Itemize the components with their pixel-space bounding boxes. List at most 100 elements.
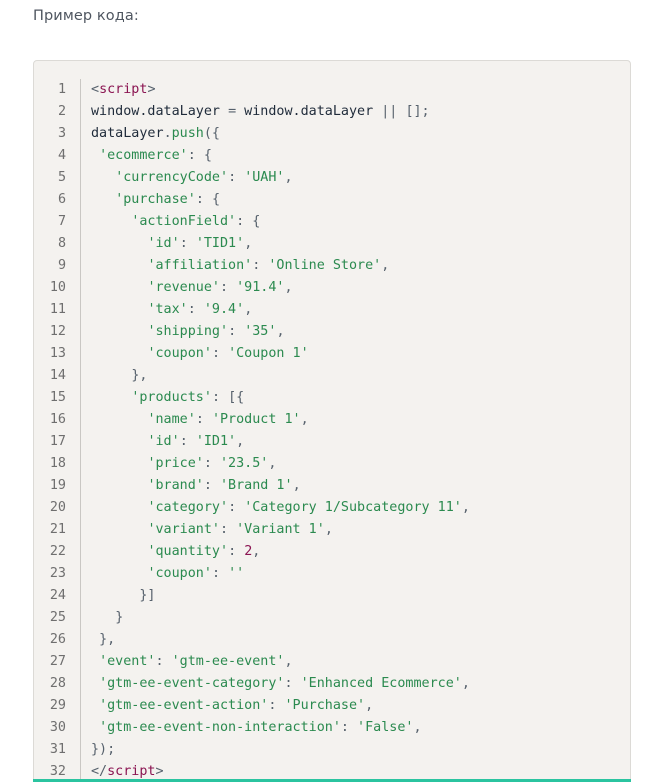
code-line: 13 'coupon': 'Coupon 1'	[34, 343, 630, 365]
code-text: 'name': 'Product 1',	[147, 412, 309, 427]
line-number: 11	[49, 302, 66, 317]
code-line: 9 'affiliation': 'Online Store',	[34, 255, 630, 277]
code-text: 'quantity': 2,	[147, 544, 261, 559]
line-number: 31	[49, 742, 66, 757]
line-number: 7	[57, 214, 66, 229]
code-text: 'currencyCode': 'UAH',	[115, 170, 293, 185]
code-lines: 1 <script> 2 window.dataLayer = window.data…	[34, 79, 630, 782]
code-line: 16 'name': 'Product 1',	[34, 409, 630, 431]
line-number: 18	[49, 456, 66, 471]
code-line: 29 'gtm-ee-event-action': 'Purchase',	[34, 695, 630, 717]
line-number: 22	[49, 544, 66, 559]
code-text: },	[131, 368, 148, 383]
code-text: 'gtm-ee-event-action': 'Purchase',	[99, 698, 374, 713]
line-number: 32	[49, 764, 66, 779]
code-text: 'products': [{	[131, 390, 245, 405]
code-text: },	[99, 632, 116, 647]
code-line: 27 'event': 'gtm-ee-event',	[34, 651, 630, 673]
code-line: 26 },	[34, 629, 630, 651]
line-number: 16	[49, 412, 66, 427]
line-number: 26	[49, 632, 66, 647]
code-text: 'variant': 'Variant 1',	[147, 522, 333, 537]
section-heading: Пример кода:	[33, 8, 139, 24]
line-number: 1	[57, 82, 66, 97]
line-number: 25	[49, 610, 66, 625]
code-text: 'category': 'Category 1/Subcategory 11',	[147, 500, 470, 515]
code-text: dataLayer.push({	[91, 126, 220, 141]
code-text: 'actionField': {	[131, 214, 261, 229]
code-line: 1 <script>	[34, 79, 630, 101]
code-text: 'event': 'gtm-ee-event',	[99, 654, 293, 669]
line-number: 12	[49, 324, 66, 339]
code-text: 'id': 'ID1',	[147, 434, 245, 449]
code-line: 21 'variant': 'Variant 1',	[34, 519, 630, 541]
code-text: 'coupon': ''	[147, 566, 245, 581]
code-line: 24 }]	[34, 585, 630, 607]
code-line: 6 'purchase': {	[34, 189, 630, 211]
code-text: 'price': '23.5',	[147, 456, 277, 471]
line-number: 3	[57, 126, 66, 141]
line-number: 6	[57, 192, 66, 207]
code-text: 'coupon': 'Coupon 1'	[147, 346, 309, 361]
code-line: 28 'gtm-ee-event-category': 'Enhanced Ec…	[34, 673, 630, 695]
code-text: 'brand': 'Brand 1',	[147, 478, 301, 493]
line-number: 23	[49, 566, 66, 581]
code-text: 'affiliation': 'Online Store',	[147, 258, 390, 273]
code-line: 20 'category': 'Category 1/Subcategory 1…	[34, 497, 630, 519]
line-number: 27	[49, 654, 66, 669]
code-line: 18 'price': '23.5',	[34, 453, 630, 475]
code-line: 14 },	[34, 365, 630, 387]
code-text: 'shipping': '35',	[147, 324, 285, 339]
code-line: 12 'shipping': '35',	[34, 321, 630, 343]
line-number: 8	[57, 236, 66, 251]
line-number: 14	[49, 368, 66, 383]
code-text: 'id': 'TID1',	[147, 236, 253, 251]
scroll-accent-bar	[33, 779, 631, 782]
code-text: });	[91, 742, 116, 757]
code-text: }]	[139, 588, 156, 603]
line-number: 24	[49, 588, 66, 603]
code-text: 'revenue': '91.4',	[147, 280, 293, 295]
code-line: 31});	[34, 739, 630, 761]
code-block[interactable]: 1 <script> 2 window.dataLayer = window.data…	[33, 60, 631, 782]
line-number: 9	[57, 258, 66, 273]
code-text: 'gtm-ee-event-non-interaction': 'False',	[99, 720, 422, 735]
line-number: 17	[49, 434, 66, 449]
code-line: 17 'id': 'ID1',	[34, 431, 630, 453]
code-line: 19 'brand': 'Brand 1',	[34, 475, 630, 497]
code-line: 30 'gtm-ee-event-non-interaction': 'Fals…	[34, 717, 630, 739]
code-line: 15 'products': [{	[34, 387, 630, 409]
line-number: 10	[49, 280, 66, 295]
code-text: <script>	[91, 82, 156, 97]
code-text: 'tax': '9.4',	[147, 302, 253, 317]
line-number: 30	[49, 720, 66, 735]
code-text: }	[115, 610, 124, 625]
line-number: 29	[49, 698, 66, 713]
code-text: 'purchase': {	[115, 192, 220, 207]
code-text: 'gtm-ee-event-category': 'Enhanced Ecomm…	[99, 676, 470, 691]
code-line: 23 'coupon': ''	[34, 563, 630, 585]
line-number: 21	[49, 522, 66, 537]
line-number: 5	[57, 170, 66, 185]
line-number: 2	[57, 104, 66, 119]
code-line: 3 dataLayer.push({	[34, 123, 630, 145]
code-line: 4 'ecommerce': {	[34, 145, 630, 167]
gutter-divider	[80, 79, 81, 782]
code-line: 8 'id': 'TID1',	[34, 233, 630, 255]
code-line: 22 'quantity': 2,	[34, 541, 630, 563]
code-line: 25 }	[34, 607, 630, 629]
code-line: 5 'currencyCode': 'UAH',	[34, 167, 630, 189]
line-number: 4	[57, 148, 66, 163]
code-line: 11 'tax': '9.4',	[34, 299, 630, 321]
line-number: 15	[49, 390, 66, 405]
code-text: 'ecommerce': {	[99, 148, 212, 163]
code-text: window.dataLayer = window.dataLayer || […	[91, 104, 430, 119]
line-number: 19	[49, 478, 66, 493]
line-number: 20	[49, 500, 66, 515]
line-number: 13	[49, 346, 66, 361]
code-line: 32 </script>	[34, 761, 630, 782]
code-line: 7 'actionField': {	[34, 211, 630, 233]
code-line: 10 'revenue': '91.4',	[34, 277, 630, 299]
code-text: </script>	[91, 764, 164, 779]
line-number: 28	[49, 676, 66, 691]
